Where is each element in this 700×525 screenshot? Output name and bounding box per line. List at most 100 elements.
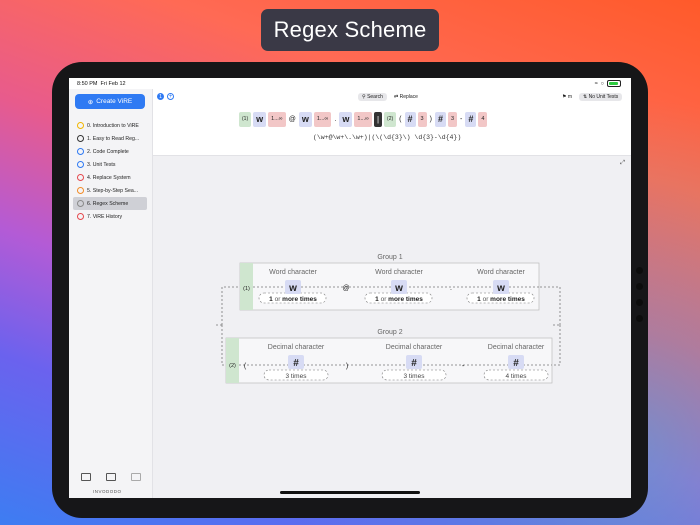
sidebar-item[interactable]: 0. Introduction to ViRE bbox=[73, 119, 147, 132]
close-paren-literal: ) bbox=[346, 363, 348, 370]
bottom-panel-icon[interactable] bbox=[106, 473, 116, 481]
regex-token-q[interactable]: 3 bbox=[417, 111, 427, 127]
replace-icon bbox=[77, 174, 84, 181]
quantifier-loop bbox=[381, 369, 447, 381]
search-icon: ⚲ bbox=[362, 94, 366, 100]
regex-text[interactable]: (\w+@\w+\.\w+)|(\(\d{3}\) \d{3}-\d{4}) bbox=[313, 134, 462, 141]
tab-1[interactable]: 1 bbox=[157, 93, 164, 100]
word-char-glyph: w bbox=[496, 283, 505, 294]
sidebar-view-controls bbox=[81, 473, 141, 481]
eye-icon bbox=[77, 135, 84, 142]
sidebar-item-label: 5. Step-by-Step Sea... bbox=[87, 187, 139, 194]
quantifier-label: 3 times bbox=[404, 373, 426, 380]
unit-tests-button[interactable]: ⇅ No Unit Tests bbox=[579, 93, 623, 101]
regex-token-wd[interactable]: w bbox=[298, 111, 312, 127]
right-panel-icon[interactable] bbox=[131, 473, 141, 481]
regex-token-lit[interactable]: @ bbox=[288, 115, 296, 123]
cell-label: Word character bbox=[269, 269, 317, 276]
scheme-icon bbox=[77, 200, 84, 207]
group1-badge-bg bbox=[240, 263, 253, 310]
regex-token-grp[interactable]: (2) bbox=[384, 111, 397, 127]
regex-token-wd[interactable]: w bbox=[339, 111, 353, 127]
quantifier-label: 1 or more times bbox=[375, 296, 423, 303]
sidebar-nav: 0. Introduction to ViRE 1. Easy to Read R… bbox=[73, 119, 147, 223]
regex-token-dg[interactable]: # bbox=[404, 111, 416, 127]
sidebar-item[interactable]: 5. Step-by-Step Sea... bbox=[73, 184, 147, 197]
group1-badge: (1) bbox=[243, 286, 250, 292]
at-literal: @ bbox=[342, 285, 349, 292]
digit-glyph: # bbox=[411, 358, 417, 369]
sidebar-item[interactable]: 3. Unit Tests bbox=[73, 158, 147, 171]
quantifier-loop bbox=[263, 369, 329, 381]
page-title: Regex Scheme bbox=[261, 9, 439, 51]
group1-title: Group 1 bbox=[377, 254, 402, 261]
toolbar: 1 + ⚲ Search ⇄ Replace ⚑ m ⇅ No Unit Tes… bbox=[153, 89, 631, 103]
quantifier-label: 1 or more times bbox=[269, 296, 317, 303]
status-bar: 8:50 PM Fri Feb 12 ≈ ○ bbox=[69, 78, 631, 89]
regex-token-lit[interactable]: . bbox=[334, 115, 337, 123]
sidebar: ⊕ Create ViRE 0. Introduction to ViRE 1. … bbox=[69, 89, 153, 498]
regex-token-grp[interactable]: (1) bbox=[239, 111, 252, 127]
status-indicators: ≈ ○ bbox=[595, 80, 621, 87]
sidebar-toggle-icon[interactable] bbox=[81, 473, 91, 481]
sidebar-item-label: 2. Code Complete bbox=[87, 148, 129, 155]
group1-cell-2: Word character w 1 or more times bbox=[364, 269, 433, 304]
regex-token-lit[interactable]: ) bbox=[429, 115, 432, 123]
open-paren-literal: ( bbox=[244, 363, 247, 370]
char-box[interactable] bbox=[508, 355, 524, 369]
add-tab-button[interactable]: + bbox=[167, 93, 174, 100]
app-screen: 8:50 PM Fri Feb 12 ≈ ○ ⊕ Create ViRE 0. … bbox=[69, 78, 631, 498]
flag-icon: ⚑ bbox=[562, 94, 567, 100]
regex-token-lit[interactable]: ( bbox=[399, 115, 402, 123]
plus-circle-icon: ⊕ bbox=[87, 98, 94, 106]
regex-token-wd[interactable]: w bbox=[253, 111, 267, 127]
group2-title: Group 2 bbox=[377, 329, 402, 336]
cell-label: Decimal character bbox=[268, 344, 325, 351]
regex-token-q[interactable]: 4 bbox=[478, 111, 488, 127]
quantifier-label: 3 times bbox=[286, 373, 308, 380]
digit-glyph: # bbox=[293, 358, 299, 369]
side-button bbox=[636, 267, 643, 274]
sidebar-item-label: 7. ViRE History bbox=[87, 213, 123, 220]
group2-cell-1: Decimal character # 3 times bbox=[263, 344, 329, 381]
sidebar-item[interactable]: 1. Easy to Read Reg... bbox=[73, 132, 147, 145]
char-box[interactable] bbox=[391, 280, 407, 294]
flags-button[interactable]: ⚑ m bbox=[562, 94, 573, 100]
char-box[interactable] bbox=[493, 280, 509, 294]
group2-badge: (2) bbox=[229, 363, 236, 369]
create-vire-button[interactable]: ⊕ Create ViRE bbox=[75, 94, 145, 109]
sidebar-item-label: 0. Introduction to ViRE bbox=[87, 122, 139, 129]
regex-token-q[interactable]: 1...∞ bbox=[268, 111, 286, 127]
tests-icon: ⇅ bbox=[583, 94, 588, 100]
regex-token-q[interactable]: 3 bbox=[447, 111, 458, 127]
main-area: 1 + ⚲ Search ⇄ Replace ⚑ m ⇅ No Unit Tes… bbox=[153, 89, 631, 498]
search-button[interactable]: ⚲ Search bbox=[358, 93, 387, 101]
sidebar-item[interactable]: 6. Regex Scheme bbox=[73, 197, 147, 210]
expand-icon[interactable]: ⤢ bbox=[620, 160, 625, 166]
regex-token-lit[interactable]: - bbox=[460, 115, 463, 123]
sidebar-item[interactable]: 4. Replace System bbox=[73, 171, 147, 184]
regex-token-pipe[interactable]: | bbox=[373, 111, 383, 127]
char-box[interactable] bbox=[285, 280, 301, 294]
regex-token-dg[interactable]: # bbox=[434, 111, 446, 127]
cell-label: Decimal character bbox=[386, 344, 443, 351]
regex-token-q[interactable]: 1...∞ bbox=[313, 111, 332, 127]
checkmark-icon bbox=[77, 161, 84, 168]
sidebar-item[interactable]: 2. Code Complete bbox=[73, 145, 147, 158]
scheme-canvas: ⤢ Group 1 (1) Word character w 1 or more… bbox=[153, 155, 631, 498]
quantifier-label: 4 times bbox=[506, 373, 528, 380]
char-box[interactable] bbox=[288, 355, 304, 369]
sidebar-item-label: 6. Regex Scheme bbox=[87, 200, 129, 207]
home-indicator bbox=[280, 491, 420, 494]
group2-cell-3: Decimal character # 4 times bbox=[483, 344, 549, 381]
regex-diagram: Group 1 (1) Word character w 1 or more t… bbox=[216, 254, 561, 384]
char-box[interactable] bbox=[406, 355, 422, 369]
sidebar-item[interactable]: 7. ViRE History bbox=[73, 210, 147, 223]
regex-token-dg[interactable]: # bbox=[465, 111, 477, 127]
word-char-glyph: w bbox=[394, 283, 403, 294]
replace-button[interactable]: ⇄ Replace bbox=[394, 94, 418, 100]
dot-literal: . bbox=[450, 285, 452, 292]
replace-icon: ⇄ bbox=[394, 94, 399, 100]
regex-token-q[interactable]: 1...∞ bbox=[354, 111, 372, 127]
group1-cell-1: Word character w 1 or more times bbox=[258, 269, 327, 304]
